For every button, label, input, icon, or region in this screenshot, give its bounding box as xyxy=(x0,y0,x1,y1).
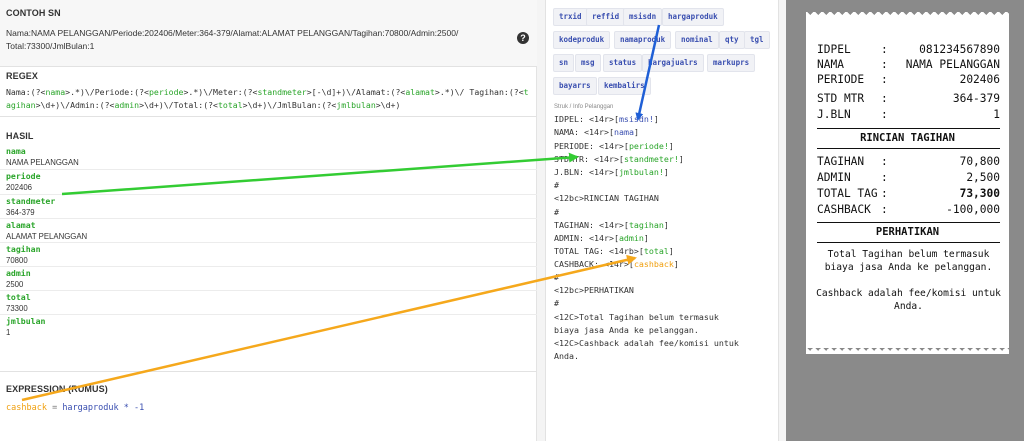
result-divider xyxy=(0,194,537,195)
receipt-divider xyxy=(817,242,1000,243)
tag-msg[interactable]: msg xyxy=(575,54,601,72)
result-key-standmeter: standmeter xyxy=(6,196,56,206)
tag-tgl[interactable]: tgl xyxy=(744,31,770,49)
contoh-sn-text: Nama:NAMA PELANGGAN/Periode:202406/Meter… xyxy=(6,28,459,51)
result-value-tagihan: 70800 xyxy=(6,256,28,265)
receipt-divider xyxy=(817,148,1000,149)
result-divider xyxy=(0,242,537,243)
tag-reffid[interactable]: reffid xyxy=(586,8,626,26)
template-line: # xyxy=(554,180,559,190)
receipt-edge xyxy=(806,12,1009,18)
template-line: # xyxy=(554,207,559,217)
result-key-total: total xyxy=(6,292,31,302)
template-line: ADMIN: <14r>[admin] xyxy=(554,233,649,243)
tag-kembalirs[interactable]: kembalirs xyxy=(598,77,651,95)
result-key-admin: admin xyxy=(6,268,31,278)
receipt-divider xyxy=(817,128,1000,129)
tag-status[interactable]: status xyxy=(603,54,643,72)
question-circle-icon[interactable]: ? xyxy=(517,32,529,44)
template-line: <12bc>PERHATIKAN xyxy=(554,285,634,295)
template-line: STDMTR: <14r>[standmeter!] xyxy=(554,154,684,164)
tag-namaproduk[interactable]: namaproduk xyxy=(614,31,672,49)
left-panel: CONTOH SN Nama:NAMA PELANGGAN/Periode:20… xyxy=(0,0,537,441)
receipt-edge xyxy=(806,348,1009,354)
divider xyxy=(0,116,537,117)
template-line: TAGIHAN: <14r>[tagihan] xyxy=(554,220,669,230)
result-key-tagihan: tagihan xyxy=(6,244,41,254)
template-line: CASHBACK: <14r>[cashback] xyxy=(554,259,679,269)
receipt-preview-panel: IDPEL:081234567890 NAMA:NAMA PELANGGAN P… xyxy=(786,0,1024,441)
tag-hargaproduk[interactable]: hargaproduk xyxy=(662,8,724,26)
template-line: # xyxy=(554,298,559,308)
tag-kodeproduk[interactable]: kodeproduk xyxy=(553,31,611,49)
result-key-periode: periode xyxy=(6,171,41,181)
result-value-alamat: ALAMAT PELANGGAN xyxy=(6,232,88,241)
tag-qty[interactable]: qty xyxy=(719,31,745,49)
template-line: <12C>Total Tagihan belum termasuk xyxy=(554,312,719,322)
expression-input[interactable]: cashback = hargaproduk * -1 xyxy=(6,403,145,413)
expression-title: EXPRESSION (RUMUS) xyxy=(6,384,108,394)
divider xyxy=(0,66,537,67)
result-divider xyxy=(0,218,537,219)
template-line: Anda. xyxy=(554,351,579,361)
result-divider xyxy=(0,266,537,267)
template-line: TOTAL TAG: <14rb>[total] xyxy=(554,246,674,256)
contoh-sn-title: CONTOH SN xyxy=(6,8,61,18)
result-divider xyxy=(0,169,537,170)
result-value-admin: 2500 xyxy=(6,280,24,289)
template-line: PERIODE: <14r>[periode!] xyxy=(554,141,674,151)
receipt-note-cashback: Cashback adalah fee/komisi untuk Anda. xyxy=(816,288,1001,312)
regex-title: REGEX xyxy=(6,71,39,81)
result-value-jmlbulan: 1 xyxy=(6,328,11,337)
receipt-heading-perhatikan: PERHATIKAN xyxy=(875,226,940,238)
result-value-nama: NAMA PELANGGAN xyxy=(6,158,79,167)
template-line: # xyxy=(554,272,559,282)
template-line: NAMA: <14r>[nama] xyxy=(554,127,639,137)
template-panel: trxid reffid msisdn hargaproduk kodeprod… xyxy=(537,0,786,441)
tag-nominal[interactable]: nominal xyxy=(675,31,719,49)
result-value-standmeter: 364-379 xyxy=(6,208,35,217)
template-line: IDPEL: <14r>[msisdn!] xyxy=(554,114,659,124)
receipt-heading-rincian: RINCIAN TAGIHAN xyxy=(860,132,955,144)
receipt-note-total: Total Tagihan belum termasuk biaya jasa … xyxy=(824,249,993,273)
result-value-total: 73300 xyxy=(6,304,28,313)
template-line: <12bc>RINCIAN TAGIHAN xyxy=(554,193,659,203)
result-divider xyxy=(0,290,537,291)
template-line: J.BLN: <14r>[jmlbulan!] xyxy=(554,167,669,177)
receipt-divider xyxy=(817,222,1000,223)
receipt-preview: IDPEL:081234567890 NAMA:NAMA PELANGGAN P… xyxy=(806,12,1009,354)
template-editor[interactable]: trxid reffid msisdn hargaproduk kodeprod… xyxy=(545,0,779,441)
regex-text[interactable]: Nama:(?<nama>.*)\/Periode:(?<periode>.*)… xyxy=(6,87,529,110)
tag-bayarrs[interactable]: bayarrs xyxy=(553,77,597,95)
tag-hargajualrs[interactable]: hargajualrs xyxy=(642,54,704,72)
template-line: biaya jasa Anda ke pelanggan. xyxy=(554,325,699,335)
tag-sn[interactable]: sn xyxy=(553,54,575,72)
hasil-title: HASIL xyxy=(6,131,34,141)
result-key-jmlbulan: jmlbulan xyxy=(6,316,46,326)
tag-msisdn[interactable]: msisdn xyxy=(623,8,663,26)
result-key-nama: nama xyxy=(6,146,26,156)
result-divider xyxy=(0,314,537,315)
template-caption: Struk / Info Pelanggan xyxy=(554,104,614,110)
tag-trxid[interactable]: trxid xyxy=(553,8,588,26)
result-value-periode: 202406 xyxy=(6,183,33,192)
divider xyxy=(0,371,537,372)
contoh-sn-band xyxy=(0,0,537,66)
template-line: <12C>Cashback adalah fee/komisi untuk xyxy=(554,338,739,348)
tag-markuprs[interactable]: markuprs xyxy=(707,54,756,72)
result-key-alamat: alamat xyxy=(6,220,36,230)
